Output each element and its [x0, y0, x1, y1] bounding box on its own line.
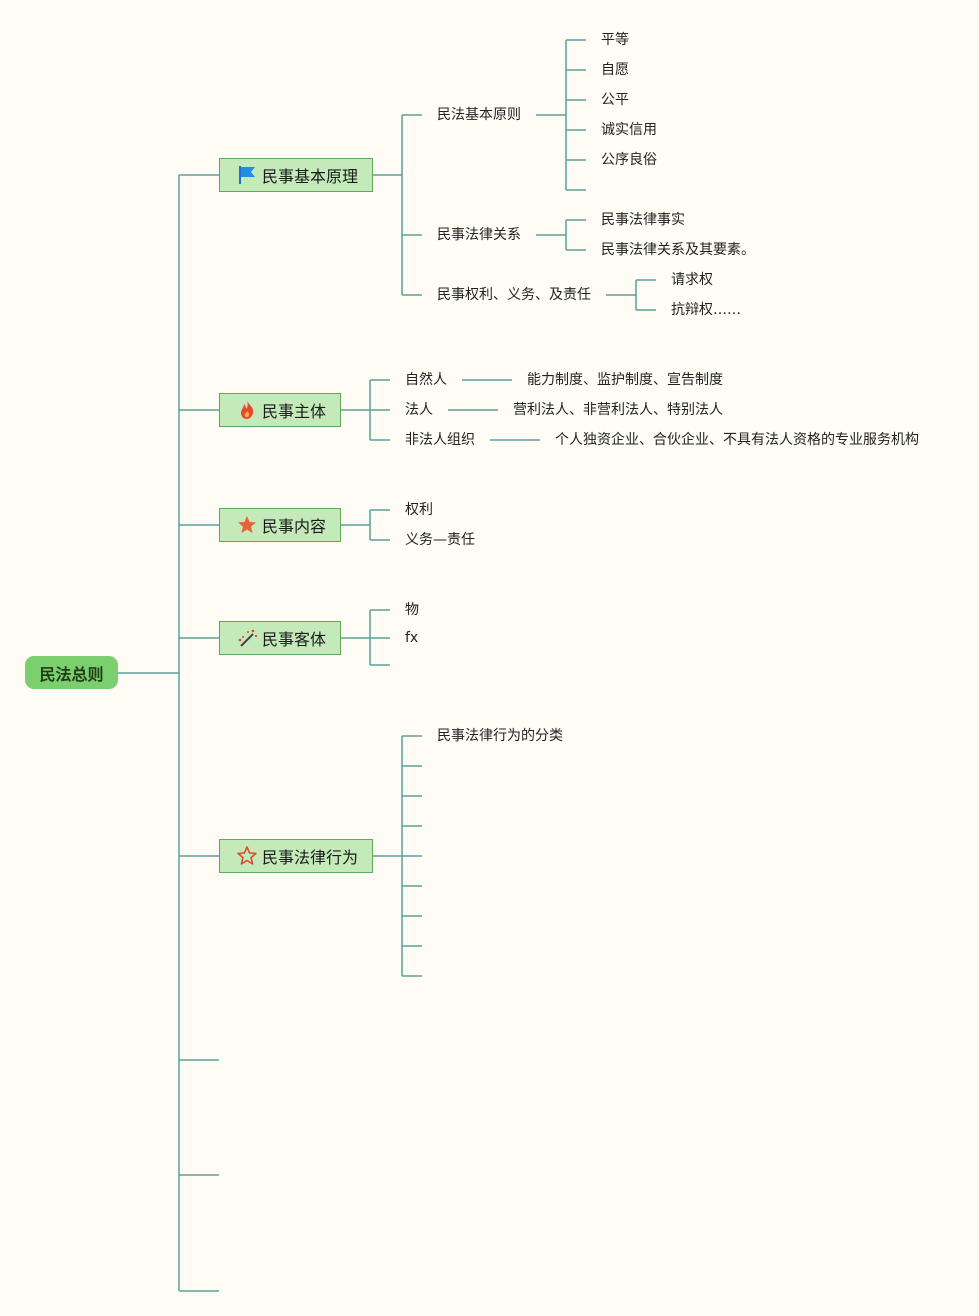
relation-label[interactable]: 民事法律关系: [437, 227, 521, 243]
node-label: 民事主体: [262, 402, 327, 421]
subject-item[interactable]: 自然人: [405, 372, 447, 388]
connector-b1: [372, 114, 422, 296]
leaf-item[interactable]: 权利: [405, 502, 433, 518]
leaf-item[interactable]: 民事法律关系及其要素。: [601, 242, 755, 258]
star-filled-icon: [236, 514, 258, 536]
leaf-item[interactable]: 义务—责任: [405, 532, 475, 548]
rights-label[interactable]: 民事权利、义务、及责任: [437, 287, 591, 303]
leaf-item[interactable]: 民事法律事实: [601, 212, 685, 228]
root-node[interactable]: 民法总则: [25, 656, 118, 689]
leaf-item[interactable]: 自愿: [601, 62, 629, 78]
node-civil-legal-acts[interactable]: 民事法律行为: [219, 839, 373, 873]
node-label: 民事内容: [262, 517, 327, 536]
leaf-item[interactable]: 公平: [601, 92, 629, 108]
principles-label[interactable]: 民法基本原则: [437, 107, 521, 123]
connector-b5: [372, 735, 422, 977]
magic-wand-icon: [236, 627, 258, 649]
node-label: 民事客体: [262, 630, 327, 649]
connector-b3: [340, 509, 390, 541]
subject-detail[interactable]: 能力制度、监护制度、宣告制度: [527, 372, 723, 388]
connector-b2-details: [448, 379, 540, 441]
star-outline-icon: [236, 845, 258, 867]
connector-b2: [340, 379, 390, 441]
blue-flag-icon: [236, 164, 258, 186]
leaf-item[interactable]: 抗辩权……: [671, 302, 741, 318]
connector-relation: [536, 219, 586, 251]
connector-principles: [536, 39, 586, 191]
node-basic-principles[interactable]: 民事基本原理: [219, 158, 373, 192]
node-label: 民事基本原理: [262, 167, 359, 186]
leaf-item[interactable]: 民事法律行为的分类: [437, 728, 563, 744]
leaf-item[interactable]: 请求权: [671, 272, 713, 288]
node-civil-subjects[interactable]: 民事主体: [219, 393, 341, 427]
connector-trunk-branches: [179, 174, 219, 1292]
leaf-item[interactable]: 物: [405, 602, 419, 618]
subject-item[interactable]: 非法人组织: [405, 432, 475, 448]
leaf-item[interactable]: 公序良俗: [601, 152, 657, 168]
leaf-item[interactable]: 诚实信用: [601, 122, 657, 138]
node-civil-object[interactable]: 民事客体: [219, 621, 341, 655]
leaf-item[interactable]: fx: [405, 630, 419, 646]
subject-detail[interactable]: 营利法人、非营利法人、特别法人: [513, 402, 723, 418]
root-label: 民法总则: [39, 664, 104, 684]
subject-detail[interactable]: 个人独资企业、合伙企业、不具有法人资格的专业服务机构: [555, 432, 919, 448]
node-label: 民事法律行为: [262, 848, 359, 867]
subject-item[interactable]: 法人: [405, 402, 433, 418]
leaf-item[interactable]: 平等: [601, 32, 629, 48]
node-civil-content[interactable]: 民事内容: [219, 508, 341, 542]
connector-rights: [606, 279, 656, 311]
connector-b4: [340, 609, 390, 666]
fire-icon: [236, 399, 258, 421]
